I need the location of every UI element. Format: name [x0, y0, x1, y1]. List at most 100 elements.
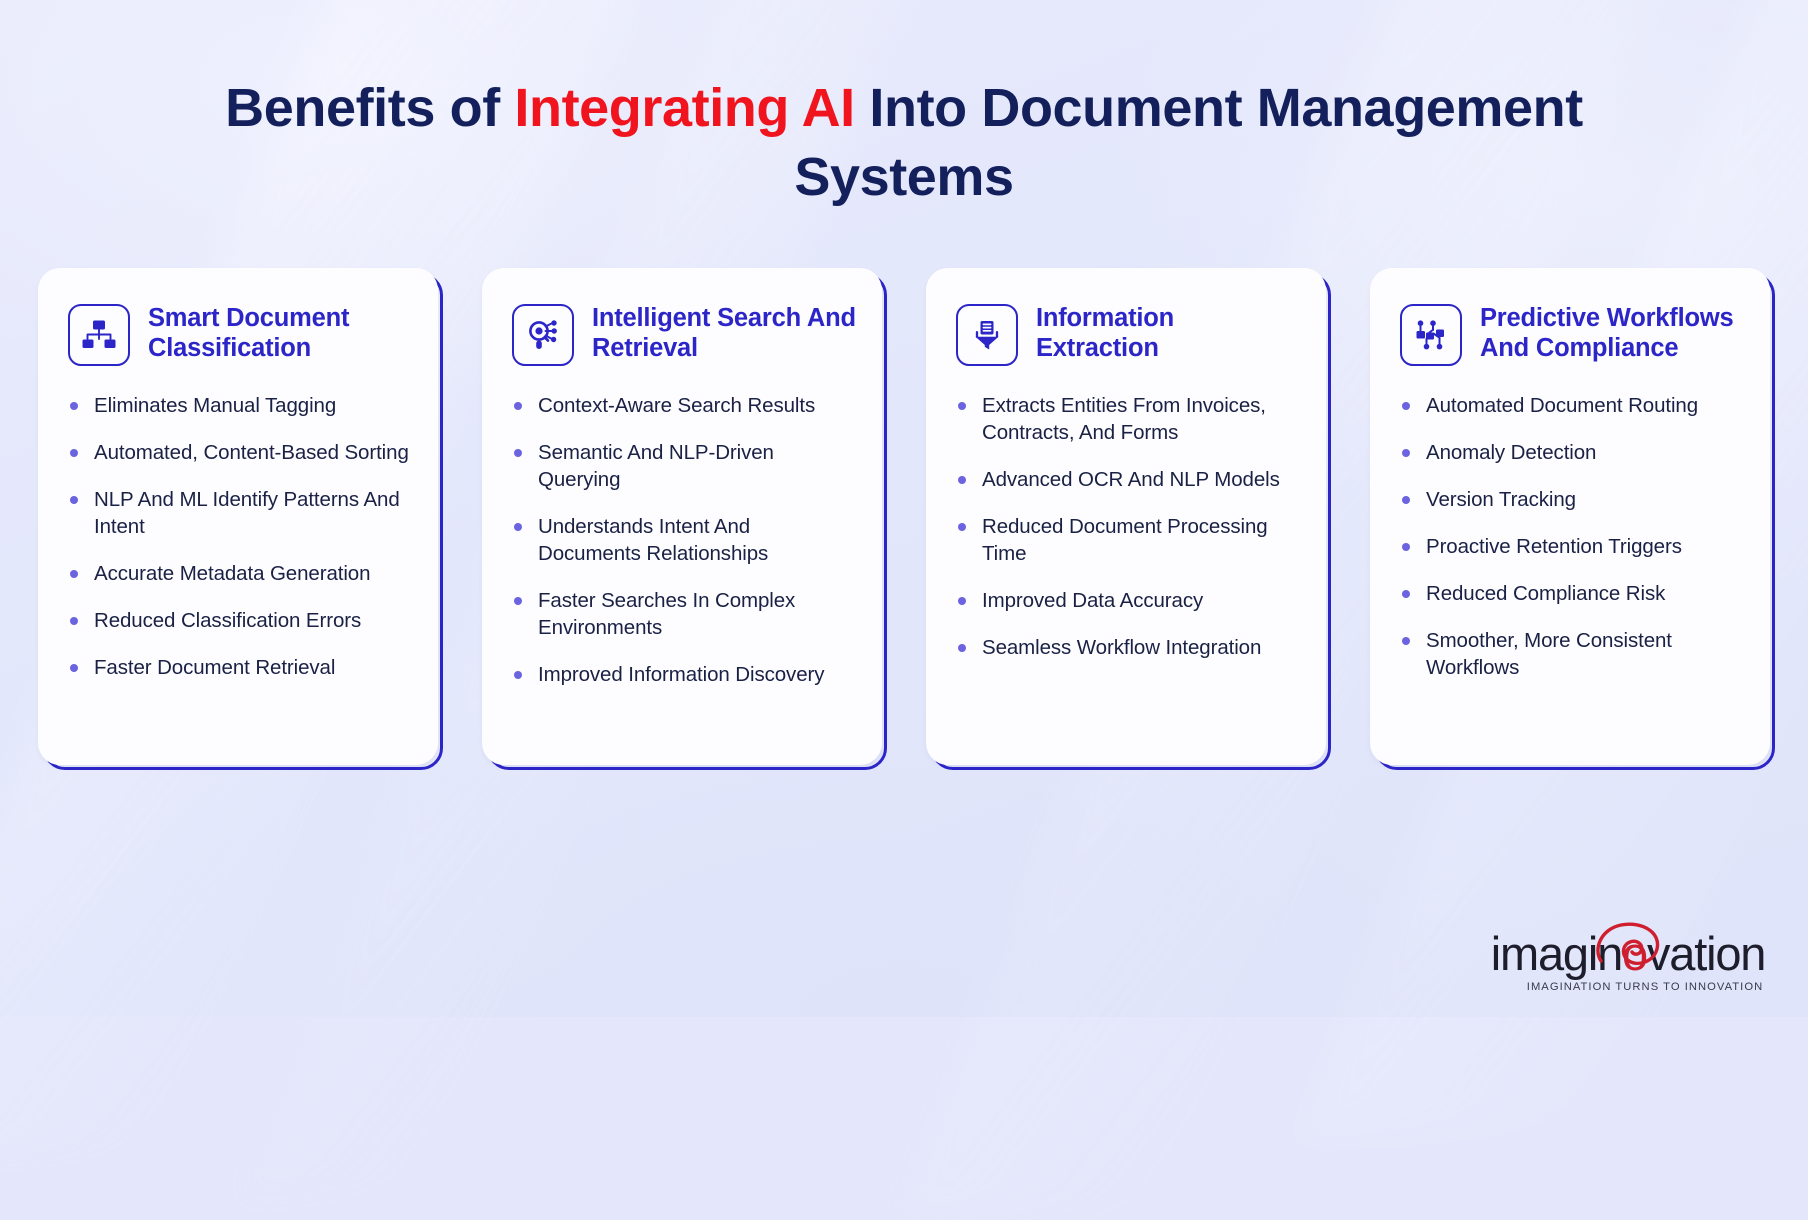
- card-benefit-list: Automated Document Routing Anomaly Detec…: [1400, 392, 1744, 681]
- list-item-text: NLP And ML Identify Patterns And Intent: [94, 488, 400, 539]
- list-item-text: Smoother, More Consistent Workflows: [1426, 629, 1672, 680]
- list-item-text: Advanced OCR And NLP Models: [982, 468, 1280, 492]
- list-item: Faster Document Retrieval: [68, 654, 412, 681]
- list-item-text: Extracts Entities From Invoices, Contrac…: [982, 394, 1266, 445]
- list-item-text: Automated, Content-Based Sorting: [94, 441, 409, 465]
- logo-wordmark: imaginovation: [1488, 922, 1768, 980]
- card-body: Predictive Workflows And Compliance Auto…: [1370, 268, 1770, 765]
- logo-text-after: vation: [1647, 927, 1766, 980]
- title-highlight: Integrating AI: [514, 78, 855, 139]
- list-item: Improved Data Accuracy: [956, 587, 1300, 614]
- benefit-card-3: Information Extraction Extracts Entities…: [926, 268, 1331, 770]
- list-item-text: Anomaly Detection: [1426, 441, 1597, 465]
- list-item-text: Semantic And NLP-Driven Querying: [538, 441, 774, 492]
- list-item-text: Improved Information Discovery: [538, 663, 825, 687]
- title-part-1: Benefits of: [225, 78, 515, 139]
- card-header: Predictive Workflows And Compliance: [1400, 302, 1744, 366]
- list-item-text: Automated Document Routing: [1426, 394, 1699, 417]
- logo-text-o: o: [1622, 927, 1648, 980]
- list-item: Proactive Retention Triggers: [1400, 533, 1744, 560]
- bullet-dot: [1402, 402, 1410, 410]
- list-item: Advanced OCR And NLP Models: [956, 466, 1300, 493]
- logo-tagline: IMAGINATION TURNS TO INNOVATION: [1526, 981, 1764, 993]
- card-title: Intelligent Search And Retrieval: [592, 304, 856, 362]
- search-network-icon: [512, 304, 574, 366]
- list-item-text: Faster Searches In Complex Environments: [538, 589, 796, 640]
- bullet-dot: [70, 449, 78, 458]
- list-item-text: Understands Intent And Documents Relatio…: [538, 515, 769, 566]
- bullet-dot: [514, 402, 522, 410]
- list-item-text: Reduced Compliance Risk: [1426, 582, 1666, 606]
- list-item: Reduced Classification Errors: [68, 607, 412, 634]
- card-header: Smart Document Classification: [68, 302, 412, 366]
- benefit-cards-row: Smart Document Classification Eliminates…: [38, 268, 1775, 770]
- list-item-text: Improved Data Accuracy: [982, 589, 1204, 613]
- bullet-dot: [1402, 590, 1410, 599]
- list-item: Reduced Document Processing Time: [956, 513, 1300, 567]
- list-item: Smoother, More Consistent Workflows: [1400, 627, 1744, 681]
- bullet-dot: [958, 644, 966, 653]
- card-title: Information Extraction: [1036, 304, 1175, 362]
- list-item: Reduced Compliance Risk: [1400, 580, 1744, 607]
- bullet-dot: [958, 597, 966, 606]
- bullet-dot: [1402, 496, 1410, 505]
- list-item: Seamless Workflow Integration: [956, 634, 1300, 661]
- bullet-dot: [1402, 543, 1410, 552]
- list-item: Version Tracking: [1400, 486, 1744, 513]
- bullet-dot: [514, 597, 522, 606]
- bullet-dot: [514, 671, 522, 680]
- bullet-dot: [1402, 637, 1410, 646]
- card-body: Smart Document Classification Eliminates…: [38, 268, 438, 765]
- bullet-dot: [70, 496, 78, 505]
- list-item: Understands Intent And Documents Relatio…: [512, 513, 856, 567]
- list-item: Faster Searches In Complex Environments: [512, 587, 856, 641]
- bullet-dot: [70, 402, 78, 410]
- card-benefit-list: Eliminates Manual Tagging Automated, Con…: [68, 392, 412, 681]
- card-header: Information Extraction: [956, 302, 1300, 366]
- card-title: Predictive Workflows And Compliance: [1480, 304, 1734, 362]
- bullet-dot: [958, 402, 966, 410]
- list-item: Semantic And NLP-Driven Querying: [512, 439, 856, 493]
- infographic-page: Benefits of Integrating AI Into Document…: [0, 74, 1808, 993]
- card-benefit-list: Extracts Entities From Invoices, Contrac…: [956, 392, 1300, 661]
- bullet-dot: [70, 570, 78, 579]
- benefit-card-1: Smart Document Classification Eliminates…: [38, 268, 443, 770]
- bullet-dot: [958, 523, 966, 532]
- card-body: Information Extraction Extracts Entities…: [926, 268, 1326, 765]
- bullet-dot: [1402, 449, 1410, 458]
- list-item-text: Reduced Classification Errors: [94, 609, 362, 633]
- list-item: Context-Aware Search Results: [512, 392, 856, 419]
- brand-logo: imaginovation IMAGINATION TURNS TO INNOV…: [1488, 922, 1768, 993]
- benefit-card-2: Intelligent Search And Retrieval Context…: [482, 268, 887, 770]
- bullet-dot: [70, 664, 78, 673]
- list-item: Eliminates Manual Tagging: [68, 392, 412, 419]
- benefit-card-4: Predictive Workflows And Compliance Auto…: [1370, 268, 1775, 770]
- list-item-text: Context-Aware Search Results: [538, 394, 816, 417]
- list-item: Improved Information Discovery: [512, 661, 856, 688]
- list-item-text: Reduced Document Processing Time: [982, 515, 1268, 566]
- bullet-dot: [70, 617, 78, 626]
- workflow-nodes-icon: [1400, 304, 1462, 366]
- list-item-text: Faster Document Retrieval: [94, 656, 336, 680]
- card-benefit-list: Context-Aware Search Results Semantic An…: [512, 392, 856, 688]
- card-body: Intelligent Search And Retrieval Context…: [482, 268, 882, 765]
- list-item: Accurate Metadata Generation: [68, 560, 412, 587]
- list-item-text: Eliminates Manual Tagging: [94, 394, 337, 417]
- folder-hierarchy-icon: [68, 304, 130, 366]
- card-title: Smart Document Classification: [148, 304, 350, 362]
- logo-text-before: imagin: [1490, 927, 1623, 980]
- list-item-text: Version Tracking: [1426, 488, 1576, 512]
- bullet-dot: [514, 449, 522, 458]
- list-item: NLP And ML Identify Patterns And Intent: [68, 486, 412, 540]
- list-item-text: Seamless Workflow Integration: [982, 636, 1262, 660]
- title-part-2: Into Document Management Systems: [794, 78, 1583, 208]
- list-item: Automated, Content-Based Sorting: [68, 439, 412, 466]
- card-header: Intelligent Search And Retrieval: [512, 302, 856, 366]
- page-title: Benefits of Integrating AI Into Document…: [0, 74, 1808, 212]
- bullet-dot: [958, 476, 966, 485]
- list-item: Anomaly Detection: [1400, 439, 1744, 466]
- bullet-dot: [514, 523, 522, 532]
- list-item-text: Proactive Retention Triggers: [1426, 535, 1682, 559]
- document-funnel-icon: [956, 304, 1018, 366]
- list-item: Automated Document Routing: [1400, 392, 1744, 419]
